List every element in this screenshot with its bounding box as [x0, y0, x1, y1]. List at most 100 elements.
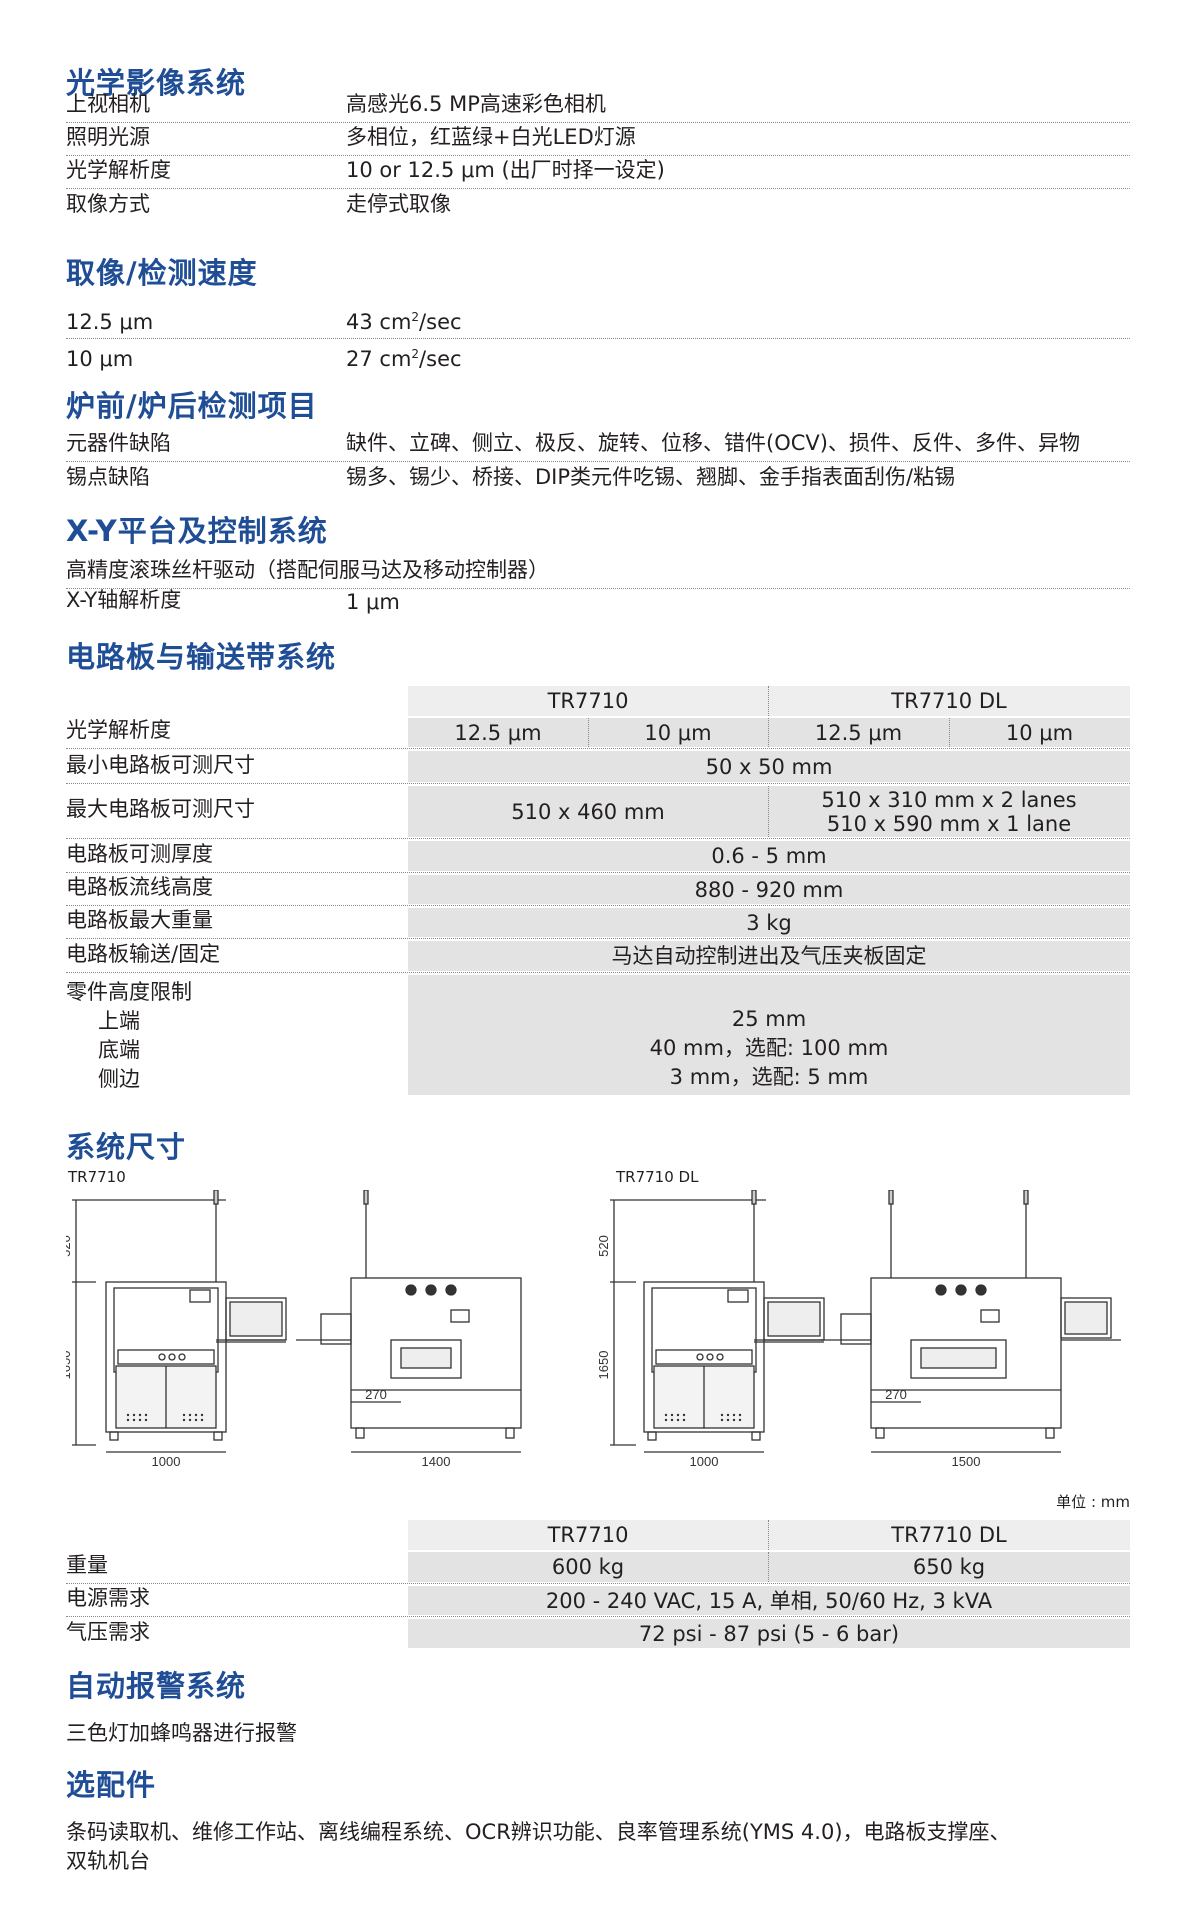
dim-conv-left: 270: [365, 1387, 387, 1402]
speed-row-10: 10 μm 27 cm2/sec: [66, 339, 1130, 375]
weight-value: 3 kg: [408, 908, 1130, 937]
spec-key: 12.5 μm: [66, 310, 154, 334]
divider: [768, 786, 769, 837]
sys-model-tr7710: TR7710: [408, 1520, 768, 1550]
machine-drawings-svg: 520 1650 1000 1400 270 520 1650 1000 150…: [58, 1189, 1121, 1469]
thickness-value: 0.6 - 5 mm: [408, 841, 1130, 871]
divider: [588, 718, 589, 747]
max-size-tr7710: 510 x 460 mm: [408, 786, 768, 837]
spec-key: 元器件缺陷: [66, 431, 171, 455]
xy-heading: X-Y平台及控制系统: [66, 514, 328, 548]
dim-w-front-right: 1000: [690, 1454, 719, 1469]
sys-model-tr7710dl: TR7710 DL: [768, 1520, 1130, 1550]
spec-key: 上视相机: [66, 92, 150, 116]
comp-height-values: 25 mm 40 mm，选配: 100 mm 3 mm，选配: 5 mm: [408, 975, 1130, 1095]
pcb-row-thickness: 电路板可测厚度: [66, 839, 1130, 873]
row-label: 最大电路板可测尺寸: [66, 797, 255, 821]
divider: [768, 686, 769, 716]
items-heading: 炉前/炉后检测项目: [66, 389, 318, 423]
sys-row-weight: 重量: [66, 1550, 1130, 1584]
spec-key: 光学解析度: [66, 158, 171, 182]
options-line-2: 双轨机台: [66, 1849, 150, 1873]
divider: [768, 1552, 769, 1582]
spec-value: 锡多、锡少、桥接、DIP类元件吃锡、翘脚、金手指表面刮伤/粘锡: [346, 465, 956, 489]
res-cell: 10 μm: [588, 718, 768, 747]
spec-value: 10 or 12.5 μm (出厂时择一设定): [346, 158, 665, 182]
side-view-right: [821, 1189, 1121, 1453]
pcb-row-weight: 电路板最大重量: [66, 906, 1130, 939]
speed-heading: 取像/检测速度: [66, 256, 258, 290]
sys-weight-tr7710: 600 kg: [408, 1552, 768, 1582]
spec-value: 多相位，红蓝绿+白光LED灯源: [346, 125, 636, 149]
pcb-row-min: 最小电路板可测尺寸: [66, 749, 1130, 784]
res-cell: 12.5 μm: [408, 718, 588, 747]
dim-h-top-left: 520: [66, 1235, 73, 1257]
spec-key: 10 μm: [66, 347, 134, 371]
spec-key: 照明光源: [66, 125, 150, 149]
pcb-table: TR7710 TR7710 DL 光学解析度 12.5 μm 10 μm 12.…: [66, 686, 1130, 1106]
optics-row-resolution: 光学解析度 10 or 12.5 μm (出厂时择一设定): [66, 156, 1130, 189]
dim-h-main-right: 1650: [596, 1351, 611, 1380]
items-row-solder: 锡点缺陷 锡多、锡少、桥接、DIP类元件吃锡、翘脚、金手指表面刮伤/粘锡: [66, 462, 1130, 495]
row-label: 电路板流线高度: [66, 875, 213, 899]
row-label: 光学解析度: [66, 718, 171, 742]
sys-row-power: 电源需求: [66, 1584, 1130, 1617]
sys-weight-tr7710dl: 650 kg: [768, 1552, 1130, 1582]
row-label: 重量: [66, 1553, 108, 1577]
optics-row-capture: 取像方式 走停式取像: [66, 189, 1130, 222]
system-table: TR7710 TR7710 DL 重量 600 kg 650 kg 电源需求 2…: [66, 1520, 1130, 1650]
row-label: 电路板可测厚度: [66, 842, 213, 866]
comp-height-label: 零件高度限制: [66, 980, 192, 1004]
comp-side-value: 3 mm，选配: 5 mm: [669, 1065, 869, 1089]
dim-w-side-left: 1400: [422, 1454, 451, 1469]
pcb-model-tr7710: TR7710: [408, 686, 768, 716]
res-cell: 10 μm: [949, 718, 1130, 747]
dim-h-top-right: 520: [596, 1235, 611, 1257]
spec-key: X-Y轴解析度: [66, 588, 182, 612]
dim-h-main-left: 1650: [66, 1351, 73, 1380]
spec-key: 取像方式: [66, 192, 150, 216]
optics-row-camera: 上视相机 高感光6.5 MP高速彩色相机: [66, 90, 1130, 123]
comp-bottom-label: 底端: [98, 1038, 140, 1062]
spec-key: 高精度滚珠丝杆驱动（搭配伺服马达及移动控制器）: [66, 558, 549, 582]
optics-row-light: 照明光源 多相位，红蓝绿+白光LED灯源: [66, 123, 1130, 156]
spec-value: 27 cm2/sec: [346, 347, 462, 371]
side-view-left: [296, 1189, 522, 1453]
dimension-drawings: 520 1650 1000 1400 270 520 1650 1000 150…: [58, 1189, 1130, 1480]
divider: [949, 718, 950, 747]
pcb-heading: 电路板与输送带系统: [66, 640, 337, 674]
sys-power-value: 200 - 240 VAC, 15 A, 单相, 50/60 Hz, 3 kVA: [408, 1586, 1130, 1615]
min-size-value: 50 x 50 mm: [408, 751, 1130, 782]
row-label: 最小电路板可测尺寸: [66, 753, 255, 777]
options-heading: 选配件: [66, 1768, 157, 1802]
drawing-label-tr7710dl: TR7710 DL: [616, 1168, 699, 1186]
max-size-single: 510 x 590 mm x 1 lane: [826, 811, 1072, 836]
spec-key: 锡点缺陷: [66, 465, 150, 489]
dim-conv-right: 270: [885, 1387, 907, 1402]
max-size-tr7710dl: 510 x 310 mm x 2 lanes 510 x 590 mm x 1 …: [768, 786, 1130, 837]
conveyor-value: 马达自动控制进出及气压夹板固定: [408, 941, 1130, 971]
comp-top-value: 25 mm: [731, 1007, 807, 1031]
dimension-labels: 520 1650 1000 1400 270 520 1650 1000 150…: [58, 1235, 981, 1469]
spec-value: 43 cm2/sec: [346, 310, 462, 334]
alarm-text: 三色灯加蜂鸣器进行报警: [66, 1721, 297, 1745]
dims-heading: 系统尺寸: [66, 1130, 187, 1164]
spec-value: 1 μm: [346, 590, 400, 614]
spec-value: 走停式取像: [346, 192, 451, 216]
front-view-left: [72, 1189, 287, 1453]
drawing-label-tr7710: TR7710: [68, 1168, 126, 1186]
alarm-heading: 自动报警系统: [66, 1669, 247, 1703]
comp-top-label: 上端: [98, 1009, 140, 1033]
spec-value: 缺件、立碑、侧立、极反、旋转、位移、错件(OCV)、损件、反件、多件、异物: [346, 431, 1080, 455]
sys-row-air: 气压需求: [66, 1617, 1130, 1650]
line-height-value: 880 - 920 mm: [408, 875, 1130, 904]
xy-row-resolution: X-Y轴解析度 1 μm: [66, 585, 1130, 618]
pcb-row-conveyor: 电路板输送/固定: [66, 939, 1130, 973]
sys-air-value: 72 psi - 87 psi (5 - 6 bar): [408, 1619, 1130, 1648]
spec-value: 高感光6.5 MP高速彩色相机: [346, 92, 606, 116]
divider: [768, 1520, 769, 1550]
unit-label: 单位 : mm: [1056, 1493, 1130, 1511]
row-label: 电路板最大重量: [66, 908, 213, 932]
dim-w-side-right: 1500: [952, 1454, 981, 1469]
items-row-component: 元器件缺陷 缺件、立碑、侧立、极反、旋转、位移、错件(OCV)、损件、反件、多件…: [66, 429, 1130, 462]
